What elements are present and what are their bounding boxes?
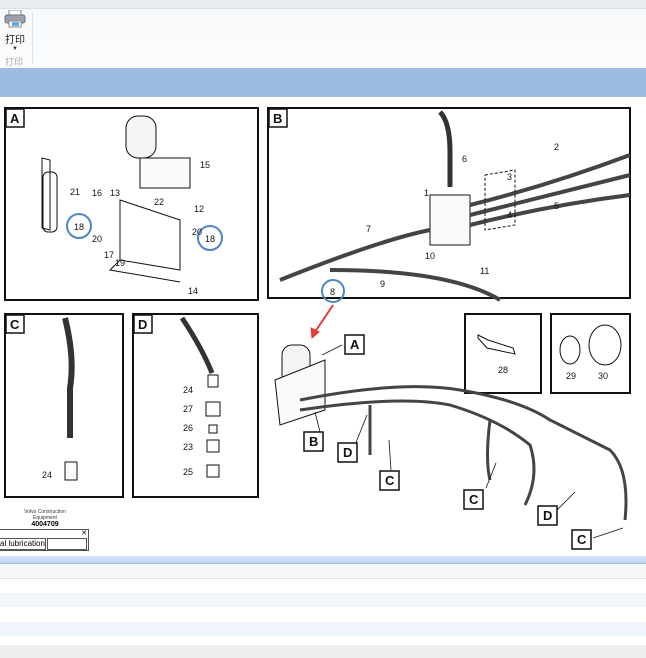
title-box: ✕ al lubrication [0,529,89,551]
status-bar [0,645,646,658]
overview-label: D [343,445,352,460]
callout: 6 [462,154,467,164]
callout: 24 [42,470,52,480]
callout: 28 [498,365,508,375]
callout: 18 [205,234,215,244]
detail-29-30: 29 30 [550,313,631,394]
callout: 10 [425,251,435,261]
panel-b: B 6 1 2 3 4 5 7 10 11 9 8 [267,107,631,303]
callout: 4 [507,210,512,220]
callout: 12 [194,204,204,214]
red-arrow [312,304,334,336]
document-number: 4004709 [31,521,59,527]
callout: 20 [192,227,202,237]
splitter-bar[interactable] [0,556,646,564]
print-button[interactable]: 打印 ▼ [2,9,28,52]
callout: 11 [480,266,489,276]
print-label: 打印 [5,35,25,46]
panel-b-letter: B [273,111,282,126]
callout: 24 [183,385,193,395]
company-name-2: Equipment [33,515,57,521]
callout: 16 [92,188,102,198]
callout: 20 [92,234,102,244]
callout: 25 [183,467,193,477]
callout: 18 [74,222,84,232]
callout: 14 [188,286,198,296]
panel-d-letter: D [138,317,147,332]
callout: 8 [330,287,335,297]
overview-assembly: A B D C C D C [274,334,628,550]
print-group-label: 打印 [5,57,24,67]
diagram-viewer[interactable] [0,97,646,555]
callout: 27 [183,404,193,414]
company-name: Volvo Construction [24,509,66,515]
overview-label: C [469,492,479,507]
ribbon-toolbar: 打印 ▼ 打印 [0,0,646,69]
callout: 9 [380,279,385,289]
chevron-down-icon[interactable]: ▼ [12,46,18,52]
overview-label: C [385,473,395,488]
callout: 1 [424,188,429,198]
empty-cell [47,538,87,550]
list-header [0,564,646,579]
arrow-head-icon [310,327,320,340]
callout: 26 [183,423,193,433]
list-row[interactable] [0,622,646,636]
list-row[interactable] [0,593,646,607]
callout: 2 [554,142,559,152]
close-icon[interactable]: ✕ [81,530,87,537]
callout: 7 [366,224,371,234]
printer-icon [4,9,26,28]
ribbon-separator [32,12,33,64]
callout: 22 [154,197,164,207]
callout: 29 [566,371,576,381]
ribbon-tab-strip [0,0,646,9]
callout: 23 [183,442,193,452]
overview-label: A [350,337,360,352]
callout: 5 [554,201,559,211]
callout: 30 [598,371,608,381]
panel-d: D 24 27 26 23 25 [132,313,259,498]
panel-c: C 24 [4,313,124,498]
callout: 3 [507,172,512,182]
overview-label-boxes [303,334,592,550]
panel-a: A 15 21 16 13 18 22 12 20 20 18 17 19 14 [4,107,259,301]
callout: 21 [70,187,80,197]
title-block: Volvo Construction Equipment 4004709 ✕ a… [0,509,90,551]
callout: 13 [110,188,120,198]
overview-label: B [309,434,318,449]
callout: 17 [104,250,114,260]
parts-diagram: A 15 21 16 13 18 22 12 20 20 18 17 19 14… [4,107,631,550]
title-cell: al lubrication [0,538,46,550]
panel-c-letter: C [10,317,20,332]
overview-label: D [543,508,552,523]
panel-a-letter: A [10,111,20,126]
header-band [0,68,646,98]
callout: 19 [115,258,125,268]
callout: 15 [200,160,210,170]
overview-label: C [577,532,587,547]
detail-28: 28 [464,313,542,394]
